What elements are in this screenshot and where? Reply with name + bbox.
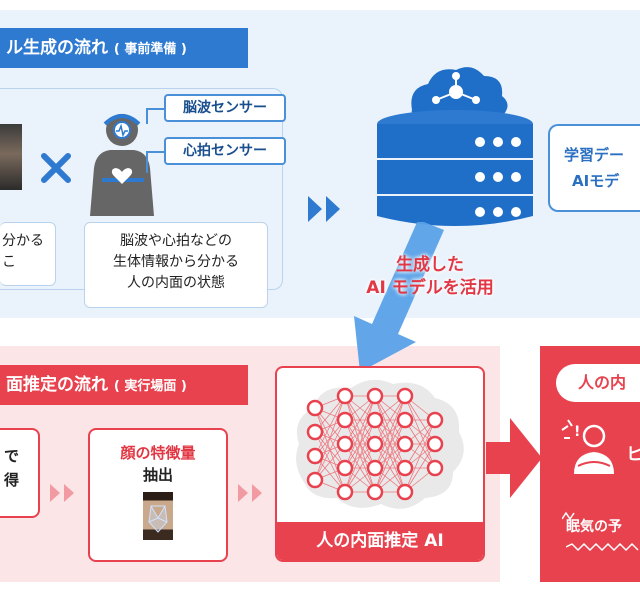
estimation-flow-header: 面推定の流れ ( 実行場面 ): [0, 365, 248, 405]
nn-edge: [344, 395, 376, 469]
nn-edge: [344, 443, 376, 493]
heartbeat-connector: [146, 151, 166, 173]
person-sensor-icon: [88, 106, 168, 218]
nn-edge: [314, 395, 346, 481]
facial-info-box: 分かる こ: [0, 222, 56, 286]
result-arrow: [486, 418, 542, 498]
svg-text:!: !: [574, 424, 580, 440]
face-capture-box: で 得: [0, 428, 40, 518]
nn-node: [366, 483, 384, 501]
face-photo: [0, 124, 22, 190]
learning-data-box: 学習デー AIモデ: [548, 124, 640, 212]
alert-person-icon: !: [560, 418, 620, 480]
feature-extraction-box: 顔の特徴量 抽出: [88, 428, 228, 562]
nn-edge: [344, 395, 376, 493]
cross-icon: [40, 152, 72, 184]
nn-edge: [404, 419, 436, 469]
nn-node: [336, 387, 354, 405]
nn-node: [366, 387, 384, 405]
zigzag-decoration: [561, 506, 640, 521]
face-mesh-photo: [143, 492, 173, 540]
model-generation-header: ル生成の流れ ( 事前準備 ): [0, 28, 248, 68]
nn-node: [396, 435, 414, 453]
nn-node: [366, 459, 384, 477]
nn-node: [306, 423, 324, 441]
heartbeat-sensor-label: 心拍センサー: [164, 137, 286, 165]
sleepiness-label: 眠気の予: [566, 519, 622, 535]
nn-node: [396, 411, 414, 429]
nn-edge: [314, 395, 346, 457]
nn-node: [366, 411, 384, 429]
inner-state-ai-box: 人の内面推定 AI: [275, 366, 485, 562]
nn-node: [336, 483, 354, 501]
biometric-info-box: 脳波や心拍などの 生体情報から分かる 人の内面の状態: [84, 222, 268, 308]
neural-network-brain-icon: [285, 374, 475, 524]
brainwave-connector: [146, 108, 166, 124]
zigzag-underline: [565, 536, 640, 552]
nn-node: [426, 435, 444, 453]
nn-edge: [314, 419, 346, 481]
nn-edge: [344, 419, 376, 493]
brainwave-sensor-label: 脳波センサー: [164, 94, 286, 122]
nn-node: [396, 483, 414, 501]
use-model-label: 生成した AI モデルを活用: [366, 255, 494, 298]
nn-node: [306, 471, 324, 489]
nn-node: [426, 459, 444, 477]
nn-edge: [404, 443, 436, 493]
nn-node: [336, 411, 354, 429]
nn-edge: [374, 443, 406, 493]
nn-edge: [344, 395, 376, 445]
ai-model-database-icon: [372, 52, 538, 238]
nn-node: [396, 459, 414, 477]
nn-node: [306, 399, 324, 417]
model-transfer-arrow: [340, 220, 458, 372]
nn-edge: [374, 395, 406, 493]
nn-node: [426, 411, 444, 429]
nn-edge: [374, 395, 406, 445]
result-title: 人の内: [556, 364, 640, 402]
double-chevron-right-icon: [308, 196, 348, 222]
nn-edge: [374, 419, 406, 493]
nn-node: [366, 435, 384, 453]
nn-node: [336, 435, 354, 453]
double-chevron-right-icon: [238, 484, 268, 502]
result-item-1: ヒ: [626, 445, 640, 465]
nn-edge: [374, 395, 406, 469]
nn-edge: [404, 419, 436, 493]
nn-node: [306, 447, 324, 465]
double-chevron-right-icon: [50, 484, 80, 502]
ai-label-bar: 人の内面推定 AI: [277, 522, 483, 560]
nn-node: [336, 459, 354, 477]
nn-node: [396, 387, 414, 405]
